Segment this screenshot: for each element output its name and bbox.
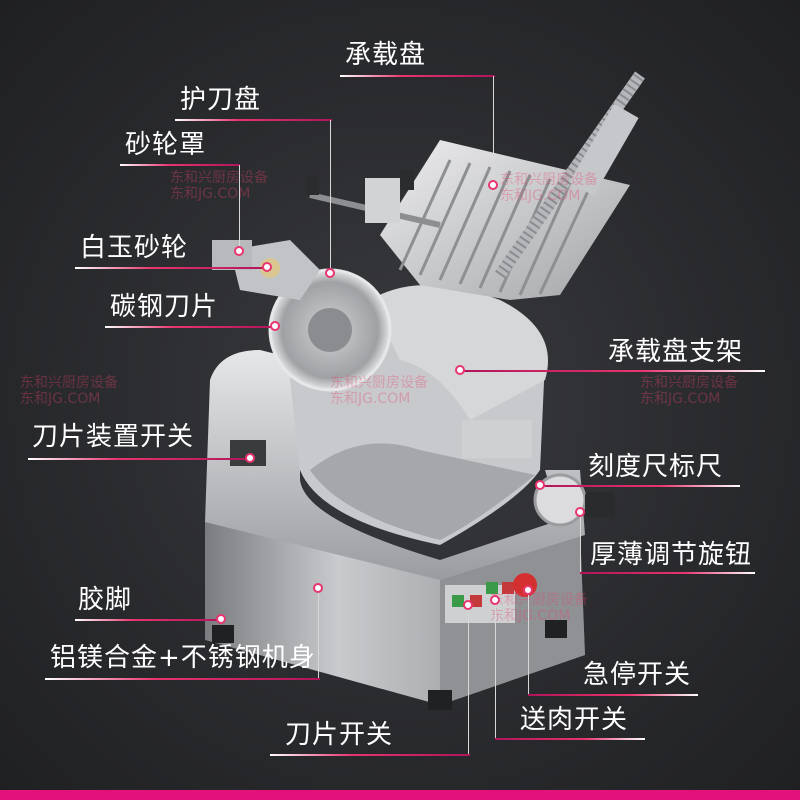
leader-underline [540, 485, 740, 487]
pointer-dot [535, 480, 545, 490]
leader-line [493, 76, 494, 186]
leader-underline [270, 754, 470, 756]
watermark: 东和兴厨房设备 [500, 172, 598, 188]
label-feed-switch: 送肉开关 [520, 705, 629, 735]
leader-underline [120, 164, 240, 166]
label-emergency-stop: 急停开关 [583, 660, 692, 690]
pointer-dot [488, 180, 498, 190]
leader-line [528, 590, 529, 694]
watermark: 东和兴厨房设备 [170, 170, 268, 186]
leader-underline [105, 326, 275, 328]
pointer-dot [455, 365, 465, 375]
pointer-dot [262, 262, 272, 272]
pointer-dot [463, 600, 473, 610]
label-blade-guard: 护刀盘 [180, 85, 262, 115]
label-scale-ruler: 刻度尺标尺 [588, 452, 724, 482]
pointer-dot [523, 585, 533, 595]
leader-underline [340, 75, 495, 77]
leader-underline [495, 738, 645, 740]
pointer-dot [270, 321, 280, 331]
leader-underline [460, 370, 765, 372]
leader-line [495, 600, 496, 738]
leader-line [239, 165, 240, 250]
leader-underline [580, 572, 755, 574]
label-jade-wheel: 白玉砂轮 [80, 233, 189, 263]
pointer-dot [490, 595, 500, 605]
label-blade-device-switch: 刀片装置开关 [32, 422, 195, 452]
leader-line [318, 588, 319, 678]
label-rubber-feet: 胶脚 [78, 585, 133, 615]
label-tray: 承载盘 [345, 40, 427, 70]
watermark: 东和JG.COM [500, 188, 581, 204]
leader-underline [75, 619, 220, 621]
label-carbon-blade: 碳钢刀片 [110, 292, 219, 322]
leader-line [330, 120, 331, 270]
label-thickness-knob: 厚薄调节旋钮 [590, 540, 753, 570]
pointer-dot [216, 614, 226, 624]
watermark: 东和兴厨房设备 [490, 592, 588, 608]
watermark: 东和JG.COM [170, 186, 251, 202]
leader-underline [75, 267, 265, 269]
leader-underline [45, 678, 320, 680]
watermark: 东和JG.COM [330, 391, 411, 407]
pointer-dot [575, 507, 585, 517]
leader-line [580, 512, 581, 572]
watermark: 东和兴厨房设备 [330, 375, 428, 391]
watermark: 东和JG.COM [20, 391, 101, 407]
watermark: 东和兴厨房设备 [20, 375, 118, 391]
watermark: 东和JG.COM [640, 391, 721, 407]
pointer-dot [234, 246, 244, 256]
bottom-accent-bar [0, 790, 800, 800]
watermark: 东和兴厨房设备 [640, 375, 738, 391]
label-wheel-cover: 砂轮罩 [125, 130, 207, 160]
label-tray-support: 承载盘支架 [608, 337, 744, 367]
pointer-dot [313, 583, 323, 593]
label-blade-switch: 刀片开关 [285, 720, 394, 750]
leader-underline [175, 119, 332, 121]
leader-underline [528, 694, 698, 696]
pointer-dot [325, 268, 335, 278]
leader-line [468, 605, 469, 754]
watermark: 东和JG.COM [490, 608, 571, 624]
label-machine-body: 铝镁合金+不锈钢机身 [50, 643, 316, 673]
pointer-dot [245, 453, 255, 463]
leader-underline [28, 458, 250, 460]
